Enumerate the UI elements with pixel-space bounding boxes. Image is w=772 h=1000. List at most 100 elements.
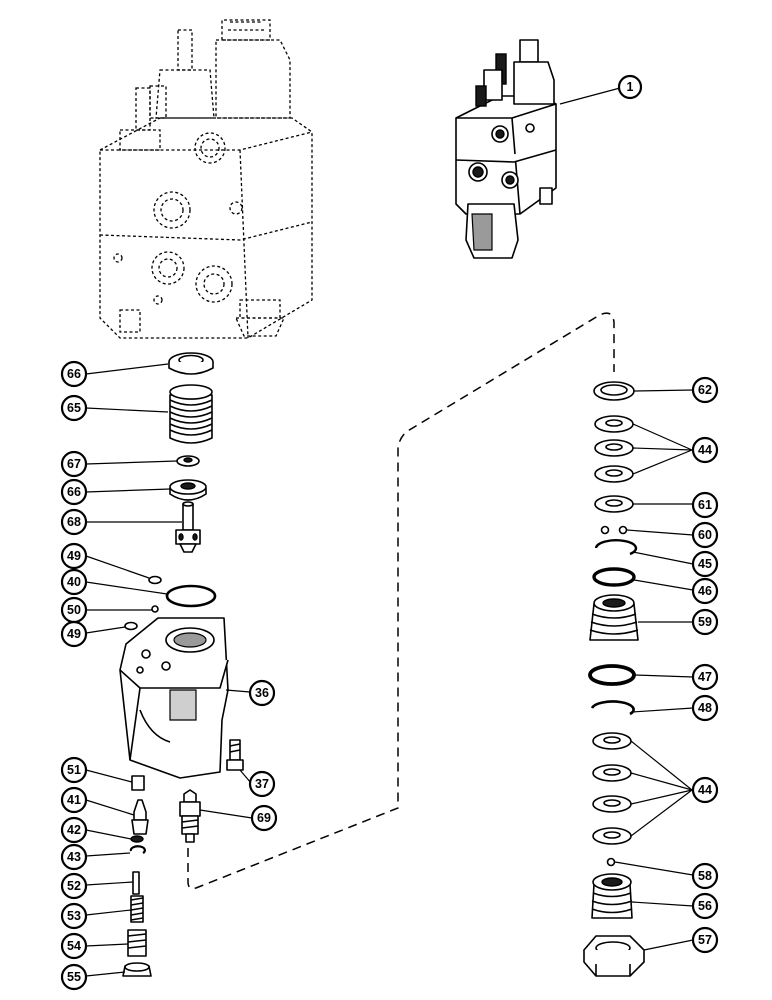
callout-48: 48 [691,694,719,722]
valve-housing [119,617,229,779]
callout-61: 61 [691,491,719,519]
svg-text:37: 37 [255,777,269,791]
svg-text:60: 60 [698,528,712,542]
callout-36: 36 [248,679,276,707]
callout-37: 37 [248,770,276,798]
callout-49-top: 49 [60,542,88,570]
callout-45: 45 [691,550,719,578]
callout-50: 50 [60,596,88,624]
svg-text:51: 51 [67,763,81,777]
ball-60-b [618,525,628,535]
svg-text:66: 66 [67,485,81,499]
svg-text:69: 69 [257,811,271,825]
threaded-plug [591,873,633,919]
svg-text:53: 53 [67,909,81,923]
snap-ring-43 [129,845,146,854]
svg-text:62: 62 [698,383,712,397]
ball-60-a [600,525,610,535]
svg-text:46: 46 [698,584,712,598]
callout-68: 68 [60,508,88,536]
callout-44-upper: 44 [691,436,719,464]
o-ring-small-a [148,575,162,585]
spring-cap-top [168,352,214,375]
spring-cap-bottom [169,479,207,501]
callout-58: 58 [691,862,719,890]
valve-assembly-icon [455,39,557,259]
o-ring-small-b [124,621,138,631]
screw [226,739,244,771]
callout-60: 60 [691,521,719,549]
leader-lines [85,87,694,977]
svg-text:54: 54 [67,939,81,953]
ring-62 [593,381,635,401]
svg-text:41: 41 [67,793,81,807]
callout-62: 62 [691,376,719,404]
callout-66-bottom: 66 [60,478,88,506]
check-ball [151,605,159,613]
svg-text:52: 52 [67,879,81,893]
svg-text:67: 67 [67,457,81,471]
svg-text:44: 44 [698,443,712,457]
callout-54: 54 [60,932,88,960]
check-valve-poppet [131,799,149,835]
spring-small [130,895,144,923]
callout-1: 1 [617,74,643,100]
valve-outline-icon [99,19,313,339]
svg-text:68: 68 [67,515,81,529]
svg-text:56: 56 [698,899,712,913]
svg-text:55: 55 [67,970,81,984]
ball-58 [606,857,616,867]
callout-57: 57 [691,926,719,954]
callout-66-top: 66 [60,360,88,388]
o-ring-46 [592,567,636,587]
svg-text:1: 1 [627,80,634,94]
svg-text:36: 36 [255,686,269,700]
plug-small [131,775,145,791]
callout-67: 67 [60,450,88,478]
spool-stem [175,501,201,553]
svg-text:44: 44 [698,783,712,797]
svg-text:50: 50 [67,603,81,617]
assembly-path-line [187,312,615,890]
svg-text:43: 43 [67,850,81,864]
callout-65: 65 [60,394,88,422]
callout-69: 69 [250,804,278,832]
washer-42 [130,835,144,843]
washer-small [176,455,200,467]
o-ring-large [165,584,217,608]
callout-47: 47 [691,663,719,691]
hex-nut [583,935,645,977]
pin [132,871,140,895]
callout-53: 53 [60,902,88,930]
svg-text:57: 57 [698,933,712,947]
callout-55: 55 [60,963,88,991]
svg-text:49: 49 [67,627,81,641]
svg-text:49: 49 [67,549,81,563]
callout-44-lower: 44 [691,776,719,804]
callout-56: 56 [691,892,719,920]
callout-41: 41 [60,786,88,814]
svg-text:61: 61 [698,498,712,512]
callout-59: 59 [691,608,719,636]
callout-46: 46 [691,577,719,605]
spring [169,384,213,444]
svg-text:42: 42 [67,823,81,837]
svg-text:40: 40 [67,575,81,589]
callout-49-bottom: 49 [60,620,88,648]
adjusting-screw [127,929,147,957]
o-ring-47 [588,664,636,686]
relief-cartridge [179,789,201,843]
washer-stack-upper [594,415,634,483]
snap-ring-48 [590,700,635,716]
lock-nut [122,962,152,977]
svg-text:58: 58 [698,869,712,883]
callout-43: 43 [60,843,88,871]
snap-ring-45 [594,539,638,556]
svg-text:47: 47 [698,670,712,684]
svg-text:59: 59 [698,615,712,629]
washer-stack-lower [592,732,632,845]
svg-text:66: 66 [67,367,81,381]
callout-51: 51 [60,756,88,784]
svg-text:65: 65 [67,401,81,415]
